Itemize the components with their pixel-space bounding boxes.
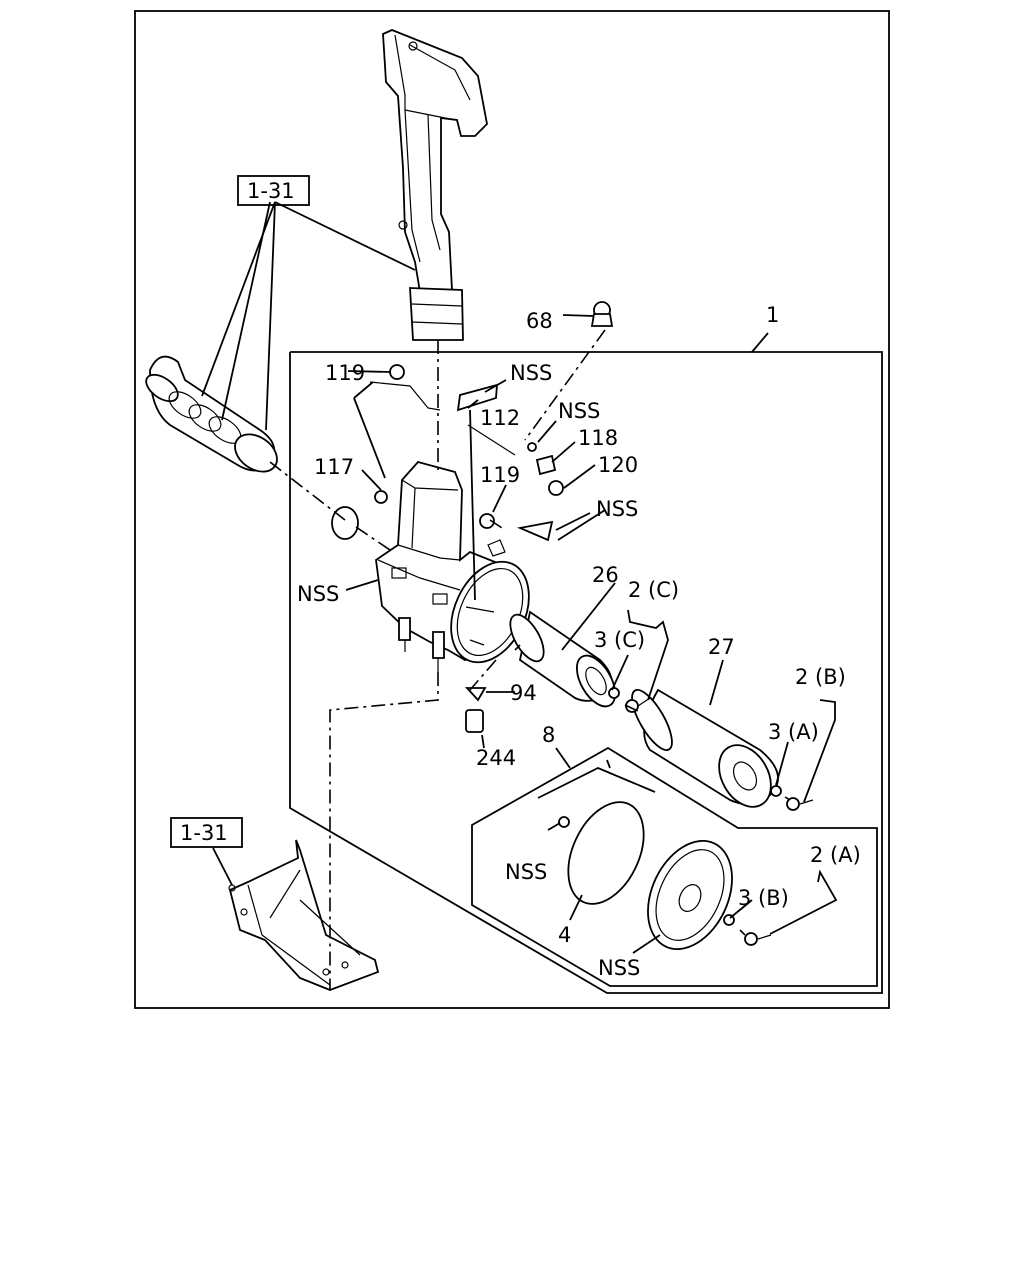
assembly-8-boundary [471,746,878,987]
label-2b: 2 (B) [795,665,846,689]
label-nss-2: NSS [558,399,600,423]
label-244: 244 [476,746,516,770]
label-94: 94 [510,681,537,705]
label-119-top: 119 [325,361,365,385]
small-fittings [369,301,814,946]
diagram-frame [134,10,890,1009]
label-119-mid: 119 [480,463,520,487]
label-117: 117 [314,455,354,479]
intake-plug [331,506,359,540]
label-nss-8: NSS [505,860,547,884]
assembly-1-boundary [289,351,883,994]
gasket-4 [567,801,645,905]
lower-bracket [228,839,380,991]
corrugated-hose [145,355,278,473]
label-nss-left: NSS [297,582,339,606]
leader-lines [201,201,838,990]
label-2a: 2 (A) [810,843,861,867]
label-3c: 3 (C) [594,628,645,652]
upper-air-duct [382,29,488,341]
inner-filter-26 [509,610,616,708]
ref-box-bottom [170,817,243,848]
label-3a: 3 (A) [768,720,819,744]
end-cover [647,840,733,950]
label-118: 118 [578,426,618,450]
label-nss-3: NSS [596,497,638,521]
label-1: 1 [766,303,779,327]
ref-box-top-label: 1-31 [247,179,295,203]
label-4: 4 [558,923,571,947]
ref-box-bottom-label: 1-31 [180,821,228,845]
ref-box-top [237,175,310,206]
label-2c: 2 (C) [628,578,679,602]
label-120: 120 [598,453,638,477]
label-112: 112 [480,406,520,430]
label-nss-top: NSS [510,361,552,385]
label-8: 8 [542,723,555,747]
label-nss-cover: NSS [598,956,640,980]
label-26: 26 [592,563,619,587]
label-3b: 3 (B) [738,886,789,910]
outer-filter-27 [631,688,779,808]
label-68: 68 [526,309,553,333]
label-27: 27 [708,635,735,659]
